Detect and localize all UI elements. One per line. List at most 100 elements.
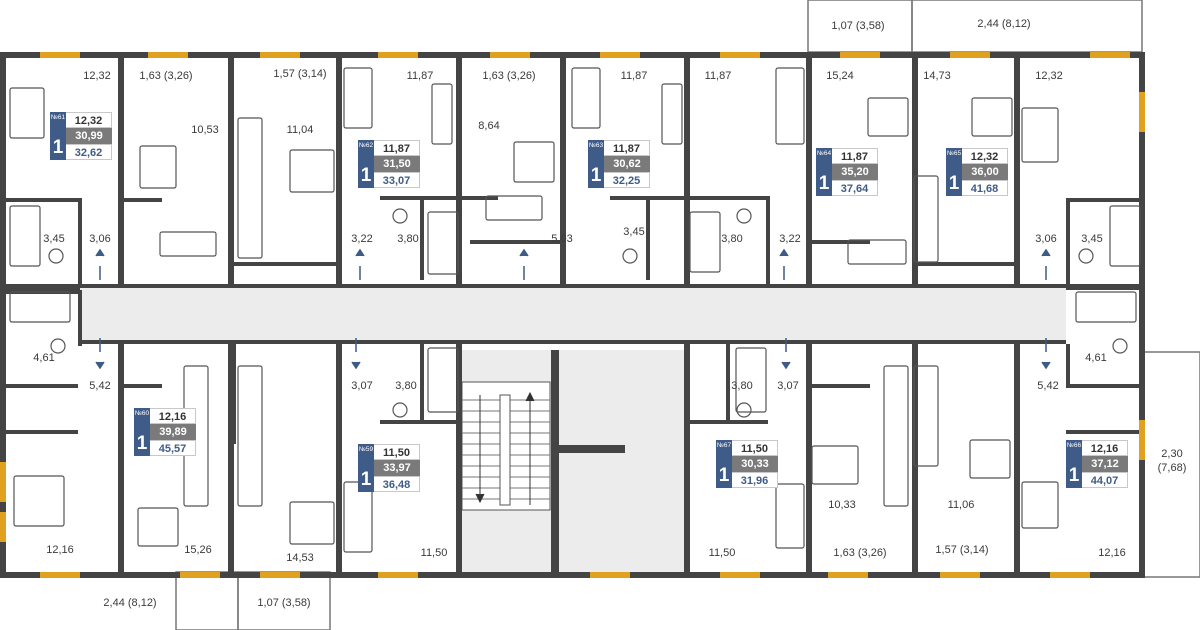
entrance-arrow-head [1041, 361, 1051, 370]
area-with-balcony: 36,48 [374, 476, 420, 492]
wall-segment [336, 344, 342, 572]
area-with-balcony: 41,68 [962, 180, 1008, 196]
fixture [513, 141, 555, 183]
fixture [1109, 205, 1141, 267]
wall-segment [766, 196, 770, 284]
fixture [689, 211, 721, 273]
window [590, 572, 630, 578]
wall-segment [1139, 352, 1145, 578]
window [0, 512, 6, 542]
toilet [50, 338, 66, 354]
apartment-number: №62 [358, 142, 374, 149]
wall-segment [232, 344, 236, 444]
entrance-arrows [95, 248, 1051, 370]
window [1090, 52, 1130, 58]
wall-segment [0, 52, 6, 578]
wall-segment [462, 196, 498, 200]
furniture [9, 67, 1141, 553]
wall-segment [122, 384, 162, 388]
room-area-label: 10,53 [191, 124, 219, 136]
windows [0, 52, 1145, 578]
toilet [736, 402, 752, 418]
fixture [289, 149, 335, 193]
room-area-label: 12,32 [83, 70, 111, 82]
wall-segment [0, 52, 1145, 58]
room-area-label: 1,63 (3,26) [139, 70, 193, 82]
fixture [427, 347, 459, 413]
wall-segment [810, 384, 870, 388]
fixture [139, 145, 177, 189]
window [720, 572, 760, 578]
room-count: 1 [590, 165, 602, 186]
window [1050, 572, 1090, 578]
room-area-label: 3,06 [89, 233, 111, 245]
living-area: 12,16 [1082, 440, 1128, 456]
room-area-label: 12,16 [1098, 547, 1126, 559]
room-area-label: 1,57 (3,14) [273, 68, 327, 80]
room-area-label: 11,87 [406, 70, 434, 82]
toilet [48, 248, 64, 264]
wall-segment [1066, 384, 1139, 388]
window [828, 572, 868, 578]
window [0, 462, 6, 502]
wall-segment [78, 198, 82, 284]
room-area-label: 11,50 [420, 547, 448, 559]
fixture [9, 205, 41, 267]
wall-segment [806, 52, 812, 284]
total-area: 37,12 [1082, 456, 1128, 472]
window [260, 572, 300, 578]
fixture [289, 501, 335, 545]
apartment-number: №61 [50, 114, 66, 121]
living-area: 11,87 [604, 140, 650, 156]
wall-segment [78, 290, 82, 346]
room-area-label: 3,80 [397, 233, 419, 245]
room-area-label: 11,87 [620, 70, 648, 82]
toilet [1112, 338, 1128, 354]
room-count: 1 [818, 173, 830, 194]
living-area: 11,50 [374, 444, 420, 460]
fixture [137, 507, 179, 547]
room-area-label: 3,80 [721, 233, 743, 245]
wall-segment [806, 344, 812, 572]
room-area-label: 1,07 (3,58) [831, 20, 885, 32]
fixture [1075, 291, 1137, 323]
entrance-arrow-head [1041, 248, 1051, 257]
fixture [883, 365, 909, 507]
wall-segment [470, 240, 560, 244]
window [40, 52, 80, 58]
fixture [159, 231, 217, 257]
room-area-label: 2,44 (8,12) [103, 597, 157, 609]
window [378, 52, 418, 58]
wall-segment [912, 52, 918, 284]
fixture [237, 117, 263, 259]
fixture [913, 365, 939, 467]
room-area-label: 3,06 [1035, 233, 1057, 245]
room-count: 1 [1068, 465, 1080, 486]
window [378, 572, 418, 578]
area-with-balcony: 31,96 [732, 472, 778, 488]
wall-segment [1014, 344, 1020, 572]
window [1139, 420, 1145, 460]
wall-segment [1139, 52, 1145, 352]
area-with-balcony: 32,62 [66, 144, 112, 160]
fixture [969, 439, 1011, 479]
area-with-balcony: 33,07 [374, 172, 420, 188]
apartment-number: №66 [1066, 442, 1082, 449]
room-area-label: 11,04 [286, 124, 314, 136]
fixture [913, 175, 939, 263]
wall-segment [810, 240, 870, 244]
room-area-label: 1,63 (3,26) [482, 70, 536, 82]
entrance-arrow-head [351, 361, 361, 370]
room-area-label: 11,87 [704, 70, 732, 82]
room-count: 1 [360, 165, 372, 186]
wall-segment [1066, 430, 1139, 434]
